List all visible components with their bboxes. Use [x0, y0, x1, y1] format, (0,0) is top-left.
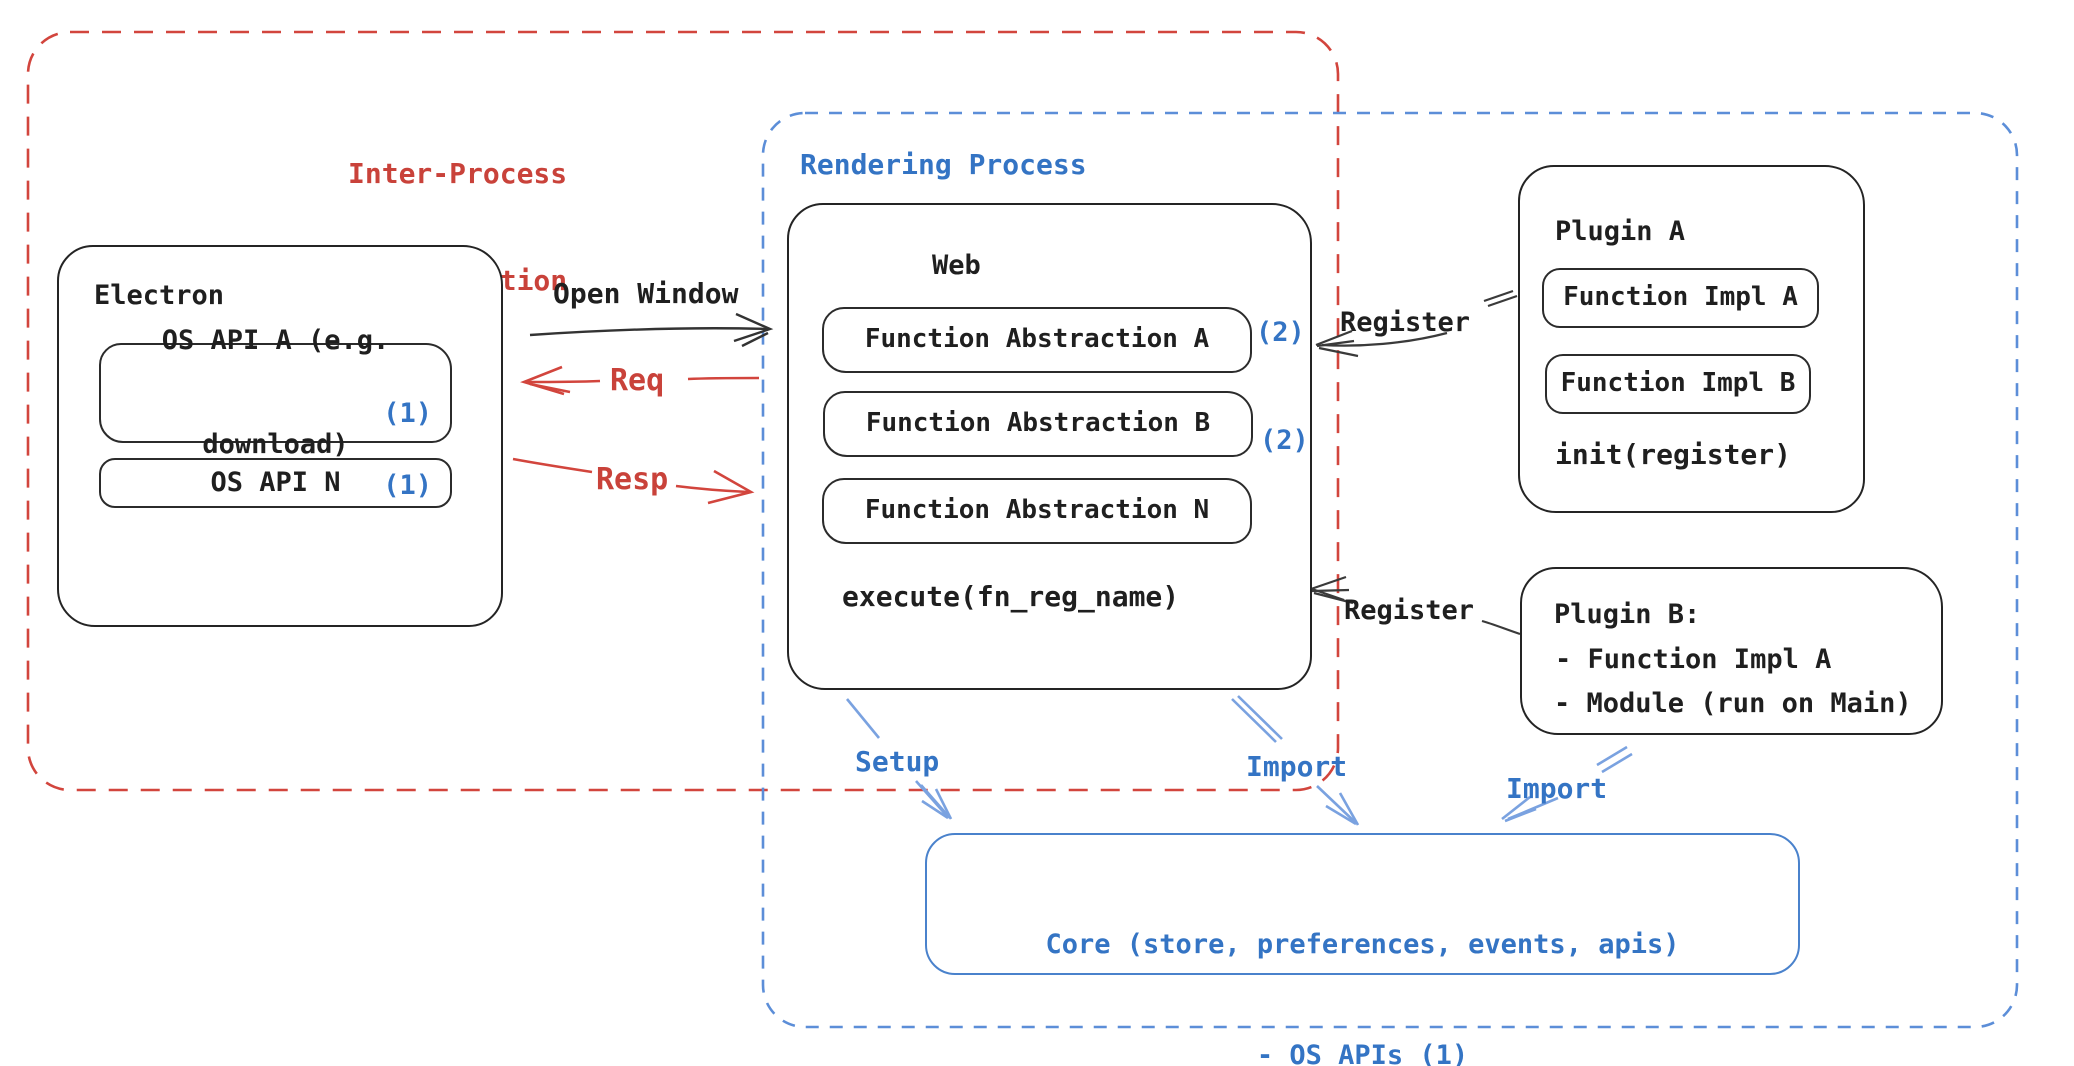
os-api-n-label: OS API N — [210, 466, 341, 498]
import-plugin-b-label: Import — [1506, 772, 1608, 805]
plugin-a-title: Plugin A — [1555, 216, 1686, 247]
function-abstraction-b-box: Function Abstraction B — [823, 391, 1253, 457]
os-api-a-label: OS API A (e.g. download) — [161, 324, 390, 460]
init-register-label: init(register) — [1555, 438, 1792, 471]
req-label: Req — [610, 363, 665, 398]
register-plugin-a-label: Register — [1340, 307, 1471, 338]
function-impl-a-box: Function Impl A — [1542, 268, 1819, 328]
function-abstraction-n-label: Function Abstraction N — [864, 495, 1210, 526]
os-api-n-box: OS API N (1) — [99, 458, 452, 508]
function-abstraction-a-badge: (2) — [1256, 317, 1305, 348]
plugin-b-item-1: - Function Impl A — [1555, 644, 1832, 675]
core-text: Core (store, preferences, events, apis) … — [927, 852, 1798, 1066]
web-box: Web Function Abstraction A (2) Function … — [787, 203, 1312, 690]
core-line-1: Core (store, preferences, events, apis) — [1045, 929, 1680, 960]
register-plugin-b-label: Register — [1344, 595, 1475, 626]
os-api-n-badge: (1) — [383, 470, 432, 501]
open-window-label: Open Window — [553, 277, 739, 310]
rendering-region-title: Rendering Process — [800, 148, 1087, 181]
function-impl-b-box: Function Impl B — [1545, 354, 1811, 414]
web-title: Web — [932, 250, 981, 281]
electron-box: Electron OS API A (e.g. download) (1) OS… — [57, 245, 503, 627]
function-abstraction-b-label: Function Abstraction B — [865, 408, 1211, 439]
os-api-a-badge: (1) — [383, 398, 432, 429]
plugin-a-box: Plugin A Function Impl A Function Impl B… — [1518, 165, 1865, 513]
setup-label: Setup — [855, 745, 940, 778]
ipc-title-line1: Inter-Process — [348, 156, 568, 190]
plugin-b-box: Plugin B: - Function Impl A - Module (ru… — [1520, 567, 1943, 735]
execute-label: execute(fn_reg_name) — [842, 580, 1180, 613]
core-line-2: - OS APIs (1) — [1256, 1040, 1469, 1066]
plugin-b-title: Plugin B: — [1554, 599, 1701, 630]
plugin-b-item-2: - Module (run on Main) — [1554, 688, 1912, 719]
function-impl-a-label: Function Impl A — [1563, 282, 1798, 313]
function-abstraction-b-badge: (2) — [1260, 425, 1309, 456]
function-abstraction-a-label: Function Abstraction A — [864, 324, 1210, 355]
core-box: Core (store, preferences, events, apis) … — [925, 833, 1800, 1066]
function-abstraction-n-box: Function Abstraction N — [822, 478, 1252, 544]
function-abstraction-a-box: Function Abstraction A — [822, 307, 1252, 373]
import-web-label: Import — [1246, 750, 1348, 783]
resp-label: Resp — [596, 462, 669, 497]
os-api-a-box: OS API A (e.g. download) (1) — [99, 325, 452, 460]
electron-title: Electron — [94, 280, 225, 311]
function-impl-b-label: Function Impl B — [1560, 368, 1796, 399]
